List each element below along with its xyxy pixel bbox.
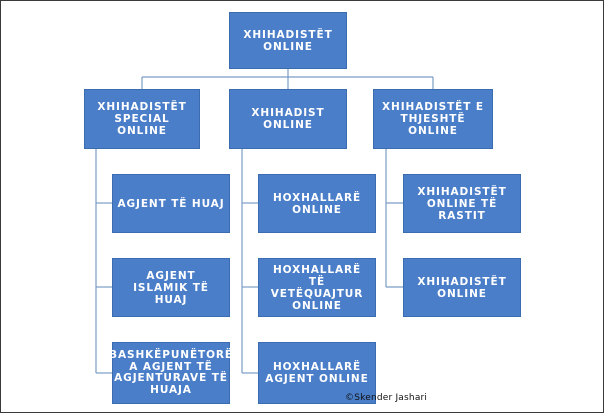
child-node: AGJENT TË HUAJ <box>112 174 230 233</box>
branch-node-xhihadist: XHIHADIST ONLINE <box>229 89 347 149</box>
branch-node-label: XHIHADIST ONLINE <box>251 107 325 131</box>
child-node: HOXHALLARË AGJENT ONLINE <box>258 342 376 404</box>
child-node-label: BASHKËPUNËTORË A AGJENT TË AGJENTURAVE T… <box>109 349 233 396</box>
branch-node-special: XHIHADISTËT SPECIAL ONLINE <box>84 89 200 149</box>
child-node: HOXHALLARË TË VETËQUAJTUR ONLINE <box>258 258 376 317</box>
child-node: XHIHADISTËT ONLINE <box>403 258 521 317</box>
child-node: XHIHADISTËT ONLINE TË RASTIT <box>403 174 521 233</box>
child-node-label: HOXHALLARË ONLINE <box>272 191 362 216</box>
branch-node-thjeshte: XHIHADISTËT E THJESHTË ONLINE <box>373 89 493 149</box>
root-node-label: XHIHADISTËT ONLINE <box>243 28 333 53</box>
child-node: HOXHALLARË ONLINE <box>258 174 376 233</box>
child-node-label: XHIHADISTËT ONLINE TË RASTIT <box>417 185 507 222</box>
child-node-label: AGJENT TË HUAJ <box>117 197 225 210</box>
child-node: BASHKËPUNËTORË A AGJENT TË AGJENTURAVE T… <box>109 342 233 404</box>
child-node-label: AGJENT ISLAMIK TË HUAJ <box>133 269 209 306</box>
child-node: AGJENT ISLAMIK TË HUAJ <box>112 258 230 317</box>
child-node-label: HOXHALLARË TË VETËQUAJTUR ONLINE <box>270 263 364 312</box>
copyright-credit: ©Skender Jashari <box>345 393 428 403</box>
root-node: XHIHADISTËT ONLINE <box>229 12 347 69</box>
branch-node-label: XHIHADISTËT E THJESHTË ONLINE <box>382 101 484 137</box>
child-node-label: XHIHADISTËT ONLINE <box>417 275 507 300</box>
branch-node-label: XHIHADISTËT SPECIAL ONLINE <box>97 101 187 137</box>
child-node-label: HOXHALLARË AGJENT ONLINE <box>265 361 369 385</box>
